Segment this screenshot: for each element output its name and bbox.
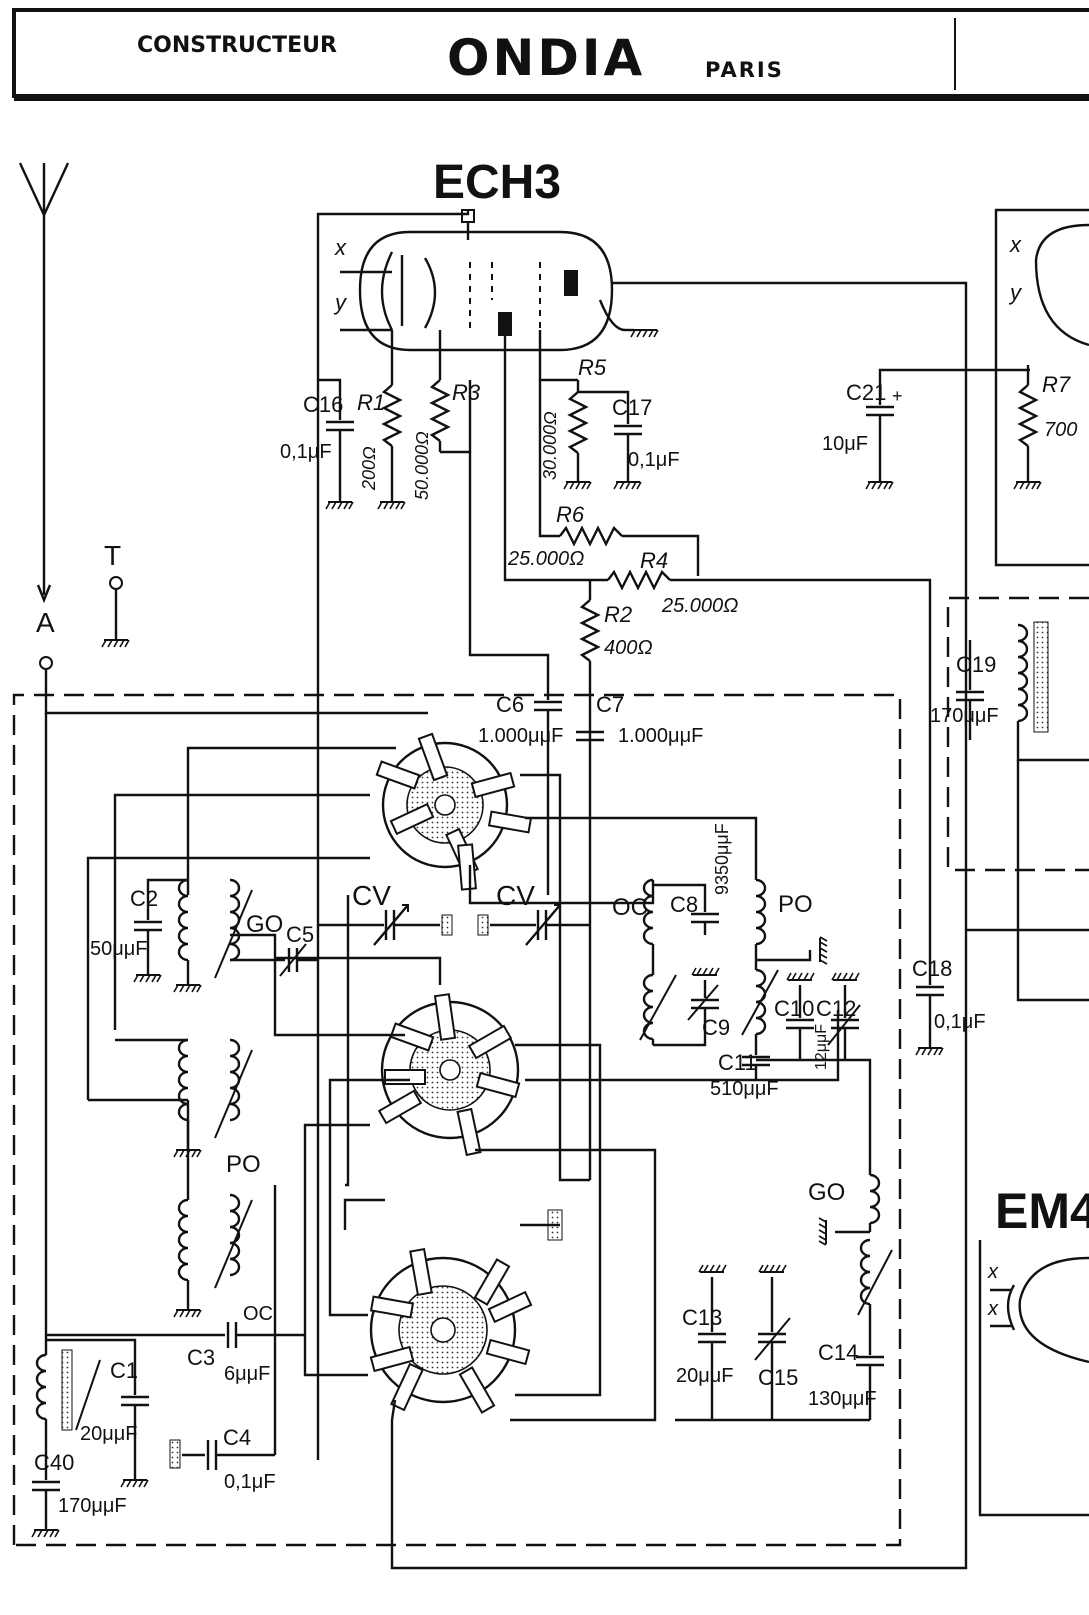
c11-value: 510μμF <box>710 1078 779 1100</box>
c10-label: C10 <box>774 996 814 1021</box>
c2-value: 50μμF <box>90 938 148 960</box>
c12-value: 12μμF <box>813 1024 830 1070</box>
ech3-tube: x y <box>333 209 626 352</box>
c18-label: C18 <box>912 956 952 981</box>
band-go-label: GO <box>246 911 283 938</box>
antenna-terminal-label: A <box>36 607 55 638</box>
r7-label: R7 <box>1042 372 1071 397</box>
c19-value: 170μμF <box>930 705 999 727</box>
antenna-symbol <box>18 162 70 604</box>
cv-label-2: CV <box>496 880 535 911</box>
c8-label: C8 <box>670 892 698 917</box>
c7-value: 1.000μμF <box>618 725 703 747</box>
c18-value: 0,1μF <box>934 1011 986 1033</box>
c1-value: 20μμF <box>80 1423 138 1445</box>
r6-value: 25.000Ω <box>507 548 584 570</box>
r1-label: R1 <box>357 390 385 415</box>
c13-value: 20μμF <box>676 1365 734 1387</box>
earth-terminal <box>109 576 123 590</box>
c2-label: C2 <box>130 886 158 911</box>
c3-label: C3 <box>187 1345 215 1370</box>
c19-label: C19 <box>956 652 996 677</box>
band-po-label-osc: PO <box>778 891 813 918</box>
c17-label: C17 <box>612 395 652 420</box>
r4-value: 25.000Ω <box>661 595 738 617</box>
earth-terminal-label: T <box>104 540 121 571</box>
constructeur-label: CONSTRUCTEUR <box>137 33 337 58</box>
c21-value: 10μF <box>822 433 868 455</box>
r1-value: 200Ω <box>359 446 379 491</box>
band-go-label-osc: GO <box>808 1179 845 1206</box>
c8-value: 9350μμF <box>712 823 732 895</box>
c21-label: C21 <box>846 380 886 405</box>
r3-label: R3 <box>452 380 481 405</box>
c15-label: C15 <box>758 1365 798 1390</box>
c5-label: C5 <box>286 922 314 947</box>
c1-label: C1 <box>110 1358 138 1383</box>
band-po-label: PO <box>226 1151 261 1178</box>
r2-value: 400Ω <box>604 637 653 659</box>
c40-label: C40 <box>34 1450 74 1475</box>
c9-label: C9 <box>702 1015 730 1040</box>
band-oc-label-c3: OC <box>243 1303 273 1325</box>
svg-text:x: x <box>1009 232 1022 257</box>
r5-label: R5 <box>578 355 607 380</box>
band-switch-2 <box>377 993 521 1157</box>
tube-label-em4: EM4 <box>995 1183 1089 1239</box>
cv-label-1: CV <box>352 880 391 911</box>
coil-box <box>12 693 902 1547</box>
tube-label-ech3: ECH3 <box>433 156 561 209</box>
r3-value: 50.000Ω <box>412 431 432 500</box>
c16-value: 0,1μF <box>280 441 332 463</box>
c16-label: C16 <box>303 392 343 417</box>
c17-value: 0,1μF <box>628 449 680 471</box>
antenna-terminal <box>39 656 53 670</box>
tube-x-label: x <box>334 235 347 260</box>
c4-value: 0,1μF <box>224 1471 276 1493</box>
c40-value: 170μμF <box>58 1495 127 1517</box>
svg-text:y: y <box>1008 280 1023 305</box>
c3-value: 6μμF <box>224 1363 270 1385</box>
svg-text:+: + <box>892 386 903 406</box>
second-tube-partial: x y R7 700 <box>994 208 1089 567</box>
c14-value: 130μμF <box>808 1388 877 1410</box>
coil-oc-antenna <box>88 1098 253 1318</box>
c6-value: 1.000μμF <box>478 725 563 747</box>
ground-icon <box>101 639 130 648</box>
brand-name: ONDIA <box>447 29 645 87</box>
coil-go-antenna <box>173 878 253 993</box>
em4-tube: x x <box>978 1240 1089 1517</box>
ground-icon <box>630 329 659 338</box>
r7-value: 700 <box>1044 419 1077 441</box>
band-switch-1 <box>375 732 533 891</box>
city-label: PARIS <box>705 58 784 82</box>
c4-label: C4 <box>223 1425 251 1450</box>
band-oc-label: OC <box>612 894 648 921</box>
c13-label: C13 <box>682 1305 722 1330</box>
r2-label: R2 <box>604 602 632 627</box>
r5-value: 30.000Ω <box>540 411 560 480</box>
c14-label: C14 <box>818 1340 858 1365</box>
svg-text:x: x <box>987 1261 999 1283</box>
tube-y-label: y <box>333 290 348 315</box>
coil-po-antenna <box>173 1038 253 1158</box>
r4-label: R4 <box>640 548 668 573</box>
svg-text:x: x <box>987 1298 999 1320</box>
title-block: CONSTRUCTEUR ONDIA PARIS <box>12 8 1089 101</box>
c11-label: C11 <box>718 1050 757 1075</box>
r6-label: R6 <box>556 502 585 527</box>
band-switch-3 <box>369 1247 533 1414</box>
c12-label: C12 <box>816 996 856 1021</box>
